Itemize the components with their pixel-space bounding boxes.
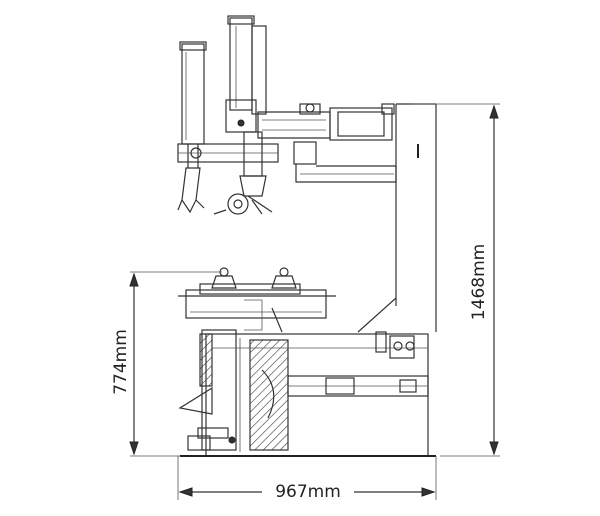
width-total-label: 967mm	[275, 482, 341, 502]
dimension-width-total: 967mm	[177, 456, 437, 502]
vertical-column	[357, 103, 437, 333]
height-table-label: 774mm	[111, 329, 131, 395]
machine-cabinet	[178, 329, 436, 457]
upper-arm-assembly	[177, 15, 419, 215]
dimension-height-total: 1468mm	[410, 103, 500, 457]
height-total-label: 1468mm	[469, 244, 489, 320]
dimension-height-table: 774mm	[111, 271, 222, 457]
turntable-assembly	[178, 267, 336, 333]
